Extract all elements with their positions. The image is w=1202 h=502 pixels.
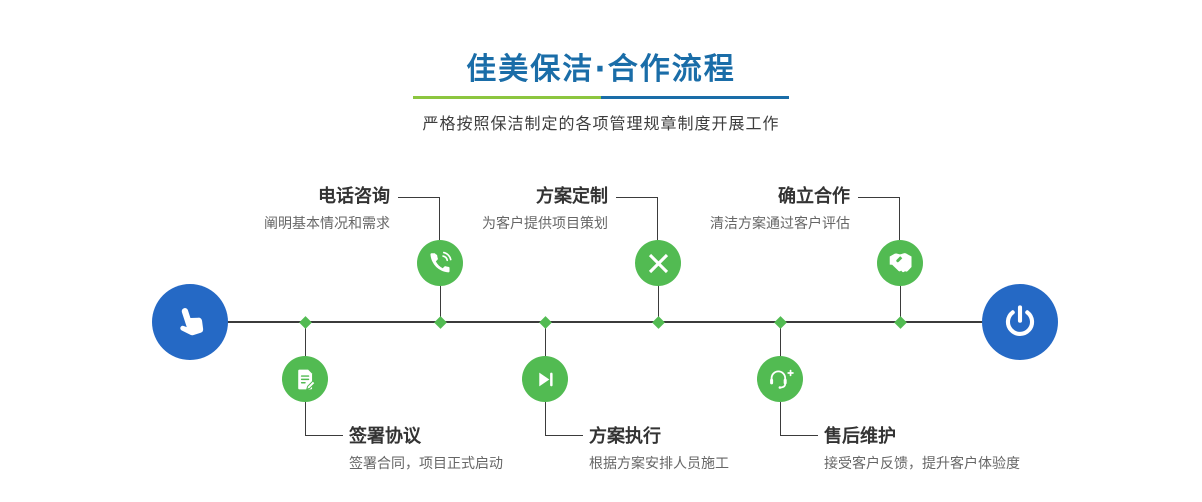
step-label-contract: 签署协议 签署合同，项目正式启动	[349, 426, 503, 473]
design-tools-icon	[648, 253, 668, 273]
hand-pointer-icon	[180, 308, 204, 336]
step-title: 方案定制	[536, 186, 608, 207]
step-title: 电话咨询	[318, 186, 390, 207]
step-title: 方案执行	[589, 426, 661, 447]
step-node-phone	[417, 240, 463, 286]
timeline-marker-diamond	[652, 316, 665, 329]
step-desc: 为客户提供项目策划	[482, 216, 608, 232]
step-desc: 清洁方案通过客户评估	[710, 216, 850, 232]
drop-line-bottom-2	[545, 322, 546, 358]
step-node-service	[757, 356, 803, 402]
drop-line-top-1	[440, 284, 441, 322]
step-node-handshake	[877, 240, 923, 286]
step-label-design: 方案定制 为客户提供项目策划	[482, 186, 608, 233]
handshake-icon	[889, 253, 912, 273]
step-title: 确立合作	[778, 186, 850, 207]
step-title: 签署协议	[349, 426, 421, 447]
connector-bottom-2	[545, 402, 583, 436]
timeline-axis	[190, 321, 1016, 323]
step-label-phone: 电话咨询 阐明基本情况和需求	[264, 186, 390, 233]
step-node-execute	[522, 356, 568, 402]
connector-bottom-1	[305, 402, 343, 436]
drop-line-bottom-1	[305, 322, 306, 358]
page-subtitle: 严格按照保洁制定的各项管理规章制度开展工作	[422, 114, 780, 133]
drop-line-bottom-3	[780, 322, 781, 358]
step-desc: 接受客户反馈，提升客户体验度	[824, 456, 1020, 472]
step-desc: 根据方案安排人员施工	[589, 456, 729, 472]
timeline-marker-diamond	[299, 316, 312, 329]
timeline-marker-diamond	[434, 316, 447, 329]
timeline-start-node	[152, 284, 228, 360]
power-icon	[1005, 305, 1035, 336]
timeline-marker-diamond	[539, 316, 552, 329]
step-desc: 签署合同，项目正式启动	[349, 456, 503, 472]
contract-sign-icon	[297, 369, 316, 390]
step-label-execute: 方案执行 根据方案安排人员施工	[589, 426, 729, 473]
divider-green-segment	[413, 96, 601, 99]
step-title: 售后维护	[824, 426, 896, 447]
connector-top-3	[858, 197, 900, 240]
customer-service-icon	[770, 369, 794, 389]
connector-bottom-3	[780, 402, 818, 436]
step-desc: 阐明基本情况和需求	[264, 216, 390, 232]
step-label-handshake: 确立合作 清洁方案通过客户评估	[710, 186, 850, 233]
connector-top-2	[616, 197, 658, 240]
connector-top-1	[398, 197, 440, 240]
timeline-marker-diamond	[774, 316, 787, 329]
step-label-service: 售后维护 接受客户反馈，提升客户体验度	[824, 426, 1020, 473]
timeline-end-node	[982, 284, 1058, 360]
step-node-contract	[282, 356, 328, 402]
drop-line-top-3	[900, 284, 901, 322]
play-execute-icon	[538, 372, 553, 386]
page-title: 佳美保洁·合作流程	[466, 52, 736, 87]
title-divider	[413, 96, 789, 99]
phone-call-icon	[430, 251, 452, 273]
step-node-design	[635, 240, 681, 286]
divider-blue-segment	[601, 96, 789, 99]
timeline-marker-diamond	[894, 316, 907, 329]
drop-line-top-2	[658, 284, 659, 322]
